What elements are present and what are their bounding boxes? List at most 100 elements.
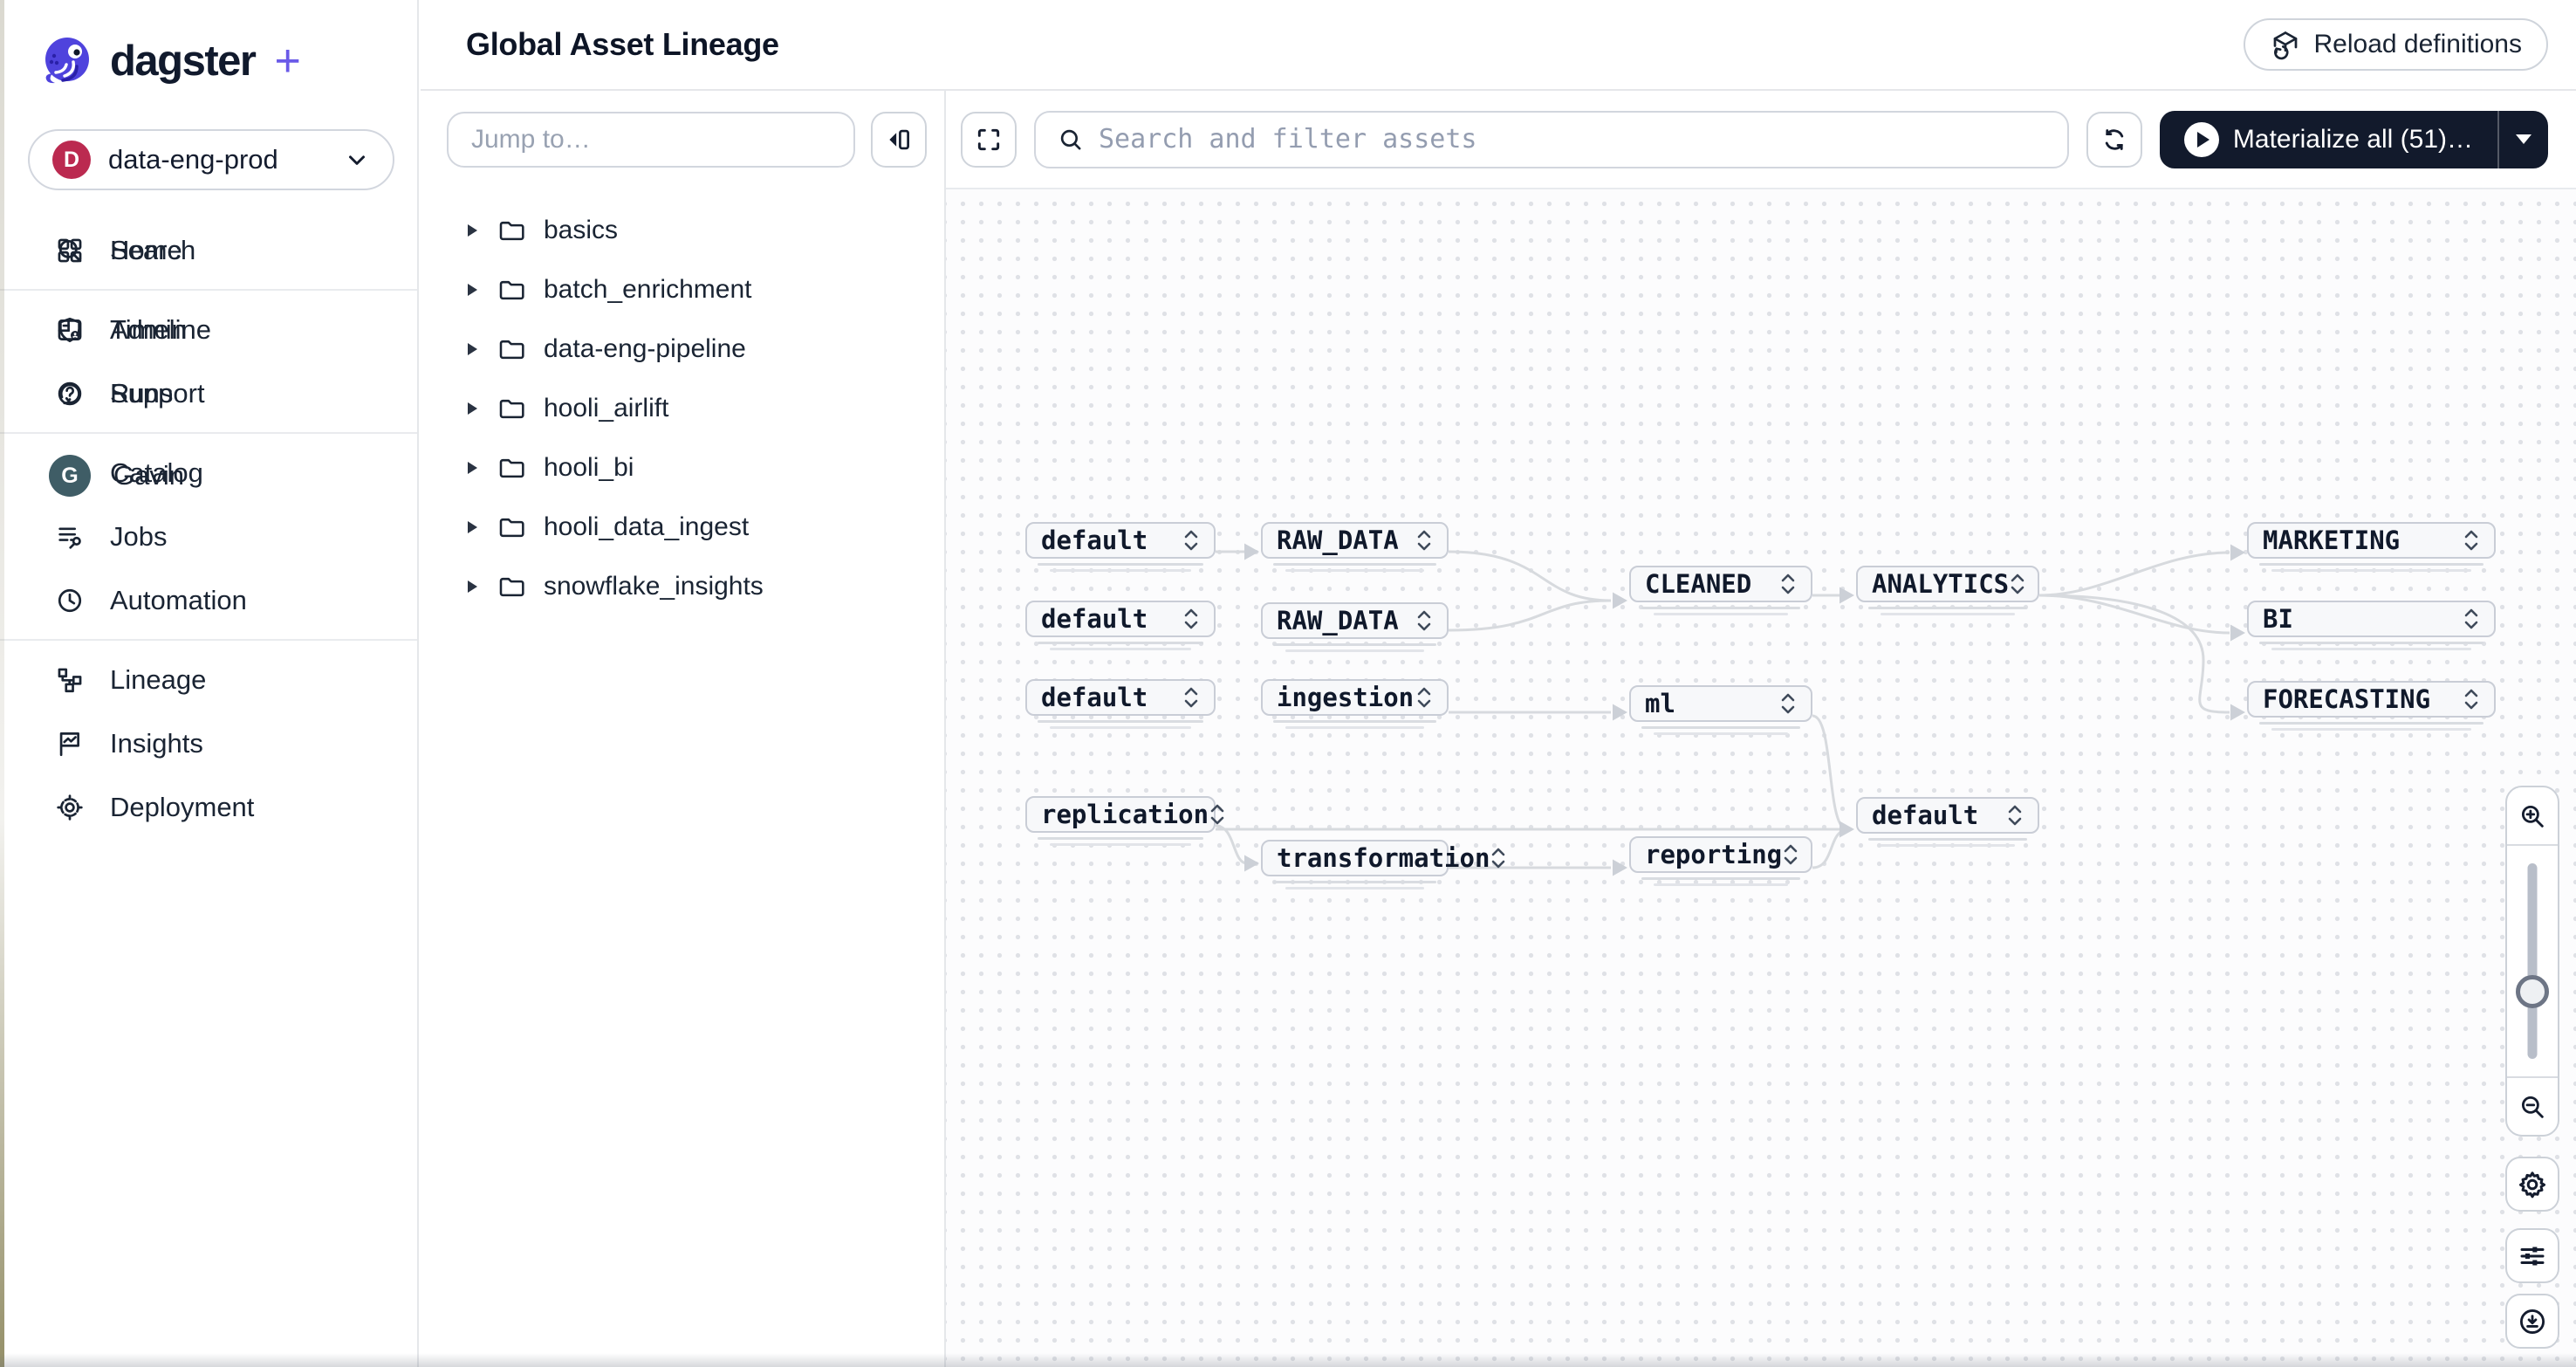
sidebar-item-admin[interactable]: Admin (0, 298, 417, 361)
tree-folder-row[interactable]: hooli_airlift (421, 379, 944, 438)
graph-node-label: ingestion (1277, 683, 1415, 712)
graph-node[interactable]: transformation (1261, 840, 1505, 890)
caret-right-icon[interactable] (468, 580, 477, 593)
sidebar-item-jobs[interactable]: Jobs (0, 505, 417, 568)
graph-node[interactable]: BI (2247, 601, 2496, 650)
tree-folder-row[interactable]: data-eng-pipeline (421, 319, 944, 379)
folder-icon (497, 453, 526, 483)
unfold-more-icon[interactable] (2009, 571, 2026, 597)
unfold-more-icon[interactable] (1415, 684, 1433, 711)
sidebar-item-support[interactable]: Support (0, 361, 417, 425)
dagster-octopus-icon (45, 38, 89, 84)
graph-node[interactable]: ingestion (1261, 679, 1449, 729)
unfold-more-icon[interactable] (2006, 802, 2024, 828)
unfold-more-icon[interactable] (1782, 841, 1799, 868)
sidebar-item-insights[interactable]: Insights (0, 711, 417, 775)
unfold-more-icon[interactable] (1182, 606, 1200, 632)
graph-node[interactable]: CLEANED (1629, 566, 1812, 615)
user-menu[interactable]: G Gavin (0, 441, 417, 511)
caret-right-icon[interactable] (468, 521, 477, 533)
search-icon (54, 235, 86, 266)
graph-settings-button[interactable] (2505, 1157, 2559, 1212)
tree-folder-row[interactable]: hooli_data_ingest (421, 498, 944, 557)
unfold-more-icon[interactable] (1779, 571, 1797, 597)
sidebar-item-lineage[interactable]: Lineage (0, 648, 417, 711)
folder-icon (497, 275, 526, 305)
zoom-in-button[interactable] (2507, 787, 2558, 844)
graph-node[interactable]: reporting (1629, 836, 1812, 886)
deployment-selector[interactable]: D data-eng-prod (28, 129, 394, 190)
brand-plus: + (274, 36, 301, 86)
sidebar-item-deployment[interactable]: Deployment (0, 775, 417, 839)
sidebar-item-runs[interactable]: Runs (0, 361, 417, 425)
zoom-slider-thumb[interactable] (2516, 975, 2549, 1008)
reload-definitions-button[interactable]: Reload definitions (2243, 18, 2548, 71)
caret-right-icon[interactable] (468, 462, 477, 474)
unfold-more-icon[interactable] (1209, 801, 1226, 828)
graph-node[interactable]: ANALYTICS (1856, 566, 2039, 615)
divider (2507, 844, 2558, 846)
unfold-more-icon[interactable] (2463, 606, 2480, 632)
unfold-more-icon[interactable] (1415, 527, 1433, 553)
page-header: Global Asset Lineage Reload definitions (421, 0, 2576, 91)
graph-node[interactable]: RAW_DATA (1261, 522, 1449, 572)
sidebar-item-home[interactable]: Home (0, 218, 417, 282)
zoom-slider-track[interactable] (2527, 863, 2538, 1059)
graph-node-label: ml (1645, 689, 1675, 718)
fit-view-button[interactable] (961, 111, 1017, 168)
graph-node[interactable]: default (1025, 601, 1216, 650)
materialize-options-button[interactable] (2497, 110, 2548, 168)
admin-shield-icon (54, 314, 86, 346)
unfold-more-icon[interactable] (1182, 527, 1200, 553)
sidebar-nav: Home Timeline Runs Catalog (0, 218, 417, 839)
graph-node[interactable]: MARKETING (2247, 522, 2496, 572)
graph-node[interactable]: default (1025, 679, 1216, 729)
graph-node[interactable]: default (1025, 522, 1216, 572)
gear-icon (2519, 1171, 2545, 1198)
reload-cube-icon (2273, 31, 2297, 60)
graph-node[interactable]: replication (1025, 796, 1224, 846)
sidebar-item-timeline[interactable]: Timeline (0, 298, 417, 361)
tree-folder-row[interactable]: snowflake_insights (421, 557, 944, 616)
unfold-more-icon[interactable] (1415, 608, 1433, 634)
tree-folder-row[interactable]: batch_enrichment (421, 260, 944, 319)
jump-to-input[interactable] (447, 112, 855, 168)
divider (0, 432, 417, 434)
zoom-slider[interactable] (2507, 846, 2558, 1076)
graph-node-label: RAW_DATA (1277, 606, 1399, 635)
brand-logo[interactable]: dagster + (40, 33, 301, 89)
lineage-canvas[interactable]: Materialize all (51)… (946, 91, 2576, 1367)
materialize-all-button[interactable]: Materialize all (51)… (2160, 111, 2497, 168)
zoom-in-icon (2521, 805, 2544, 828)
asset-search-input[interactable] (1099, 124, 2046, 155)
sidebar-item-automation[interactable]: Automation (0, 568, 417, 632)
tree-folder-row[interactable]: basics (421, 201, 944, 260)
tree-toolbar (421, 91, 944, 189)
deployment-name: data-eng-prod (108, 144, 278, 175)
jobs-icon (54, 521, 86, 553)
unfold-more-icon[interactable] (1490, 845, 1507, 871)
refresh-button[interactable] (2086, 111, 2142, 168)
unfold-more-icon[interactable] (1779, 690, 1797, 717)
unfold-more-icon[interactable] (2463, 686, 2480, 712)
caret-right-icon[interactable] (468, 284, 477, 296)
zoom-out-button[interactable] (2507, 1078, 2558, 1135)
unfold-more-icon[interactable] (1182, 684, 1200, 711)
collapse-panel-button[interactable] (871, 112, 927, 168)
asset-search-box[interactable] (1034, 110, 2069, 168)
graph-node-label: replication (1041, 800, 1209, 829)
download-view-button[interactable] (2505, 1294, 2559, 1349)
caret-right-icon[interactable] (468, 402, 477, 415)
graph-node[interactable]: RAW_DATA (1261, 602, 1449, 652)
caret-right-icon[interactable] (468, 343, 477, 355)
graph-node[interactable]: default (1856, 797, 2039, 847)
graph-node[interactable]: ml (1629, 685, 1812, 735)
page-title: Global Asset Lineage (466, 26, 779, 62)
graph-node-label: CLEANED (1645, 569, 1752, 599)
tree-folder-row[interactable]: hooli_bi (421, 438, 944, 498)
graph-filters-button[interactable] (2505, 1228, 2559, 1283)
unfold-more-icon[interactable] (2463, 527, 2480, 553)
sidebar-item-search[interactable]: Search (0, 218, 417, 282)
caret-right-icon[interactable] (468, 224, 477, 237)
graph-node[interactable]: FORECASTING (2247, 681, 2496, 731)
